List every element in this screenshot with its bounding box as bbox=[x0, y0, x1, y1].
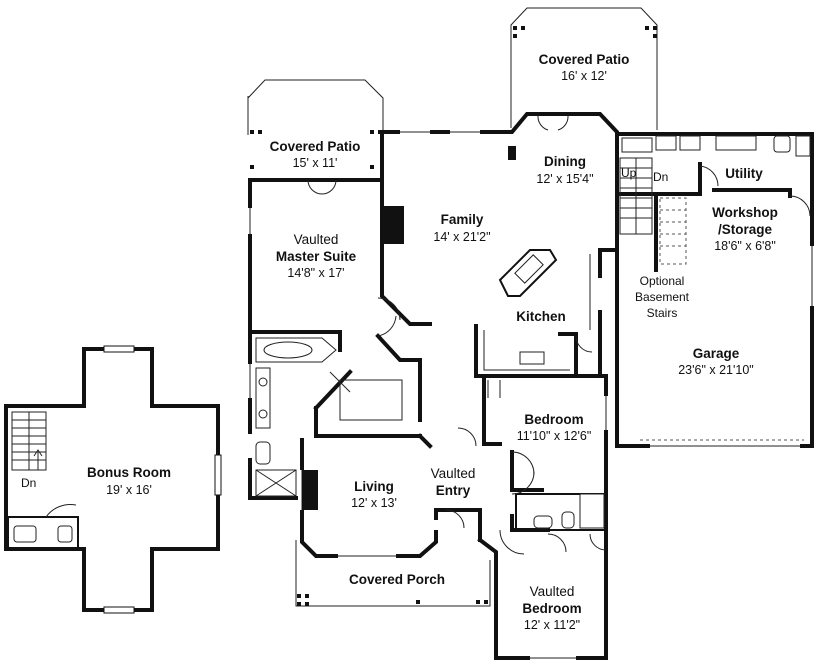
utility-name: Utility bbox=[725, 166, 763, 181]
family-dims: 14' x 21'2" bbox=[433, 230, 490, 244]
vaulted-bedroom-vaulted: Vaulted bbox=[530, 584, 575, 599]
master-bath bbox=[255, 337, 403, 497]
covered-patio-left-name: Covered Patio bbox=[270, 139, 361, 154]
workshop-name-line1: Workshop bbox=[712, 205, 778, 220]
kitchen-name: Kitchen bbox=[516, 309, 566, 324]
master-suite-name: Master Suite bbox=[276, 249, 357, 264]
basement-stairs-note-3: Stairs bbox=[647, 306, 678, 320]
master-suite-dims: 14'8" x 17' bbox=[287, 266, 344, 280]
covered-patio-left-dims: 15' x 11' bbox=[293, 156, 338, 170]
bedroom-name: Bedroom bbox=[524, 412, 583, 427]
bedroom-dims: 11'10" x 12'6" bbox=[517, 429, 592, 443]
dining-name: Dining bbox=[544, 154, 586, 169]
main-exterior-walls bbox=[248, 112, 814, 500]
main-stairs-up-label: Up bbox=[621, 166, 637, 180]
family-name: Family bbox=[441, 212, 484, 227]
basement-stairs-note-1: Optional bbox=[640, 274, 685, 288]
bonus-room-name: Bonus Room bbox=[87, 465, 171, 480]
garage-name: Garage bbox=[693, 346, 740, 361]
bonus-stairs-down-label: Dn bbox=[21, 476, 36, 490]
door-swings bbox=[377, 165, 811, 555]
workshop-name-line2: /Storage bbox=[718, 222, 773, 237]
bonus-room-walls bbox=[4, 347, 220, 612]
bonus-room-dims: 19' x 16' bbox=[106, 483, 152, 497]
living-dims: 12' x 13' bbox=[351, 496, 397, 510]
utility-fixtures bbox=[621, 135, 811, 157]
entry-vaulted: Vaulted bbox=[431, 466, 476, 481]
covered-porch-area bbox=[295, 540, 491, 607]
living-name: Living bbox=[354, 479, 394, 494]
vaulted-bedroom-name: Bedroom bbox=[522, 601, 581, 616]
bonus-room-plan: Dn Bonus Room 19' x 16' bbox=[4, 345, 222, 614]
main-floor-plan: Covered Patio 15' x 11' Covered Patio 16… bbox=[246, 7, 816, 662]
vaulted-bedroom-dims: 12' x 11'2" bbox=[524, 618, 580, 632]
main-stairs-down-label: Dn bbox=[653, 170, 668, 184]
room-labels: Vaulted Master Suite 14'8" x 17' Family … bbox=[276, 154, 778, 632]
covered-patio-left-area: Covered Patio 15' x 11' bbox=[247, 79, 384, 170]
entry-name: Entry bbox=[436, 483, 471, 498]
covered-patio-top-dims: 16' x 12' bbox=[561, 69, 607, 83]
basement-stairs-note-2: Basement bbox=[635, 290, 690, 304]
covered-patio-top-area: Covered Patio 16' x 12' bbox=[510, 7, 658, 130]
kitchen-island bbox=[498, 249, 558, 297]
main-stairs bbox=[619, 157, 687, 265]
bonus-stairs bbox=[11, 411, 47, 471]
covered-porch-name: Covered Porch bbox=[349, 572, 445, 587]
workshop-dims: 18'6" x 6'8" bbox=[714, 239, 776, 253]
covered-patio-top-name: Covered Patio bbox=[539, 52, 630, 67]
master-suite-vaulted: Vaulted bbox=[294, 232, 339, 247]
garage-dims: 23'6" x 21'10" bbox=[678, 363, 754, 377]
hall-bath bbox=[515, 493, 607, 531]
dining-dims: 12' x 15'4" bbox=[536, 172, 593, 186]
